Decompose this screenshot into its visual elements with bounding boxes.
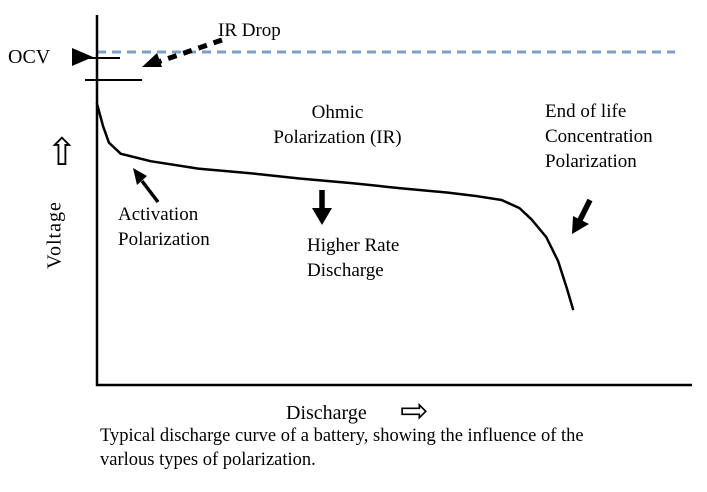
discharge-axis-label: Discharge (286, 402, 367, 424)
axes (95, 15, 692, 387)
discharge-curve (95, 102, 575, 311)
discharge-right-arrow-icon: ⇨ (400, 391, 429, 431)
ir-drop-label: IR Drop (218, 20, 281, 41)
higher-rate-arrowhead-icon (312, 208, 332, 225)
end-of-life-arrow-shaft (577, 198, 593, 222)
ocv-label: OCV (8, 46, 51, 68)
ohmic-polarization-label: Ohmic Polarization (IR) (273, 102, 402, 149)
end-of-life-arrowhead-icon (572, 216, 589, 234)
voltage-axis-label: Voltage (43, 201, 66, 269)
activation-arrowhead-icon (133, 168, 147, 185)
higher-rate-discharge-label: Higher Rate Discharge (307, 235, 400, 282)
voltage-up-arrow-icon: ⇧ (46, 130, 78, 174)
ir-drop-dashed-arrow-shaft (157, 37, 223, 65)
end-of-life-label: End of life Concentration Polarization (545, 101, 653, 173)
activation-polarization-label: Activation Polarization (118, 204, 210, 251)
ir-drop-arrowhead-icon (142, 53, 162, 67)
figure-caption: Typical discharge curve of a battery, sh… (100, 426, 584, 471)
ocv-marker-triangle (72, 48, 93, 66)
activation-arrow-shaft (140, 179, 160, 204)
